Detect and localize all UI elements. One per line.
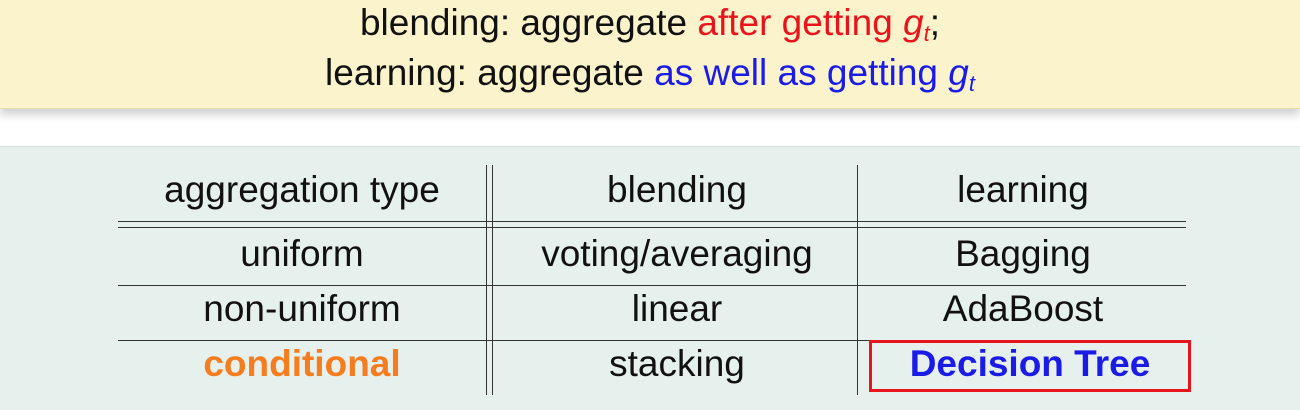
definition-callout: blending: aggregate after getting gt; le…	[0, 0, 1300, 109]
row-nonuniform-learning: AdaBoost	[942, 288, 1104, 329]
row-divider-1	[118, 285, 1186, 286]
learning-g-symbol: g	[948, 52, 969, 93]
decision-tree-highlight-box	[869, 340, 1191, 392]
header-learning: learning	[957, 169, 1089, 210]
learning-g-subscript: t	[968, 71, 975, 96]
blending-definition: blending: aggregate after getting gt;	[0, 2, 1300, 47]
row-uniform-learning: Bagging	[955, 233, 1091, 274]
column-divider-2	[857, 165, 858, 395]
blending-g-subscript: t	[923, 21, 930, 46]
aggregation-table-panel	[0, 146, 1300, 410]
row-conditional-blending: stacking	[609, 343, 745, 384]
row-conditional-learning: Decision Tree	[909, 343, 1151, 384]
row-conditional-type: conditional	[203, 343, 401, 384]
learning-definition-prefix: learning: aggregate	[325, 52, 655, 93]
header-aggregation-type: aggregation type	[164, 169, 440, 210]
column-divider-1a	[486, 165, 487, 395]
row-uniform-blending: voting/averaging	[541, 233, 813, 274]
header-blending: blending	[607, 169, 747, 210]
learning-definition: learning: aggregate as well as getting g…	[0, 52, 1300, 97]
blending-definition-prefix: blending: aggregate	[359, 2, 698, 43]
row-nonuniform-blending: linear	[631, 288, 723, 329]
blending-definition-emphasis: after getting	[697, 2, 904, 43]
column-divider-1b	[492, 165, 493, 395]
header-rule-top	[118, 221, 1186, 222]
learning-definition-emphasis: as well as getting	[654, 52, 949, 93]
row-nonuniform-type: non-uniform	[203, 288, 401, 329]
header-rule-bottom	[118, 227, 1186, 228]
row-divider-2	[118, 340, 1186, 341]
blending-g-symbol: g	[903, 2, 924, 43]
blending-definition-suffix: ;	[929, 2, 941, 43]
row-uniform-type: uniform	[240, 233, 364, 274]
